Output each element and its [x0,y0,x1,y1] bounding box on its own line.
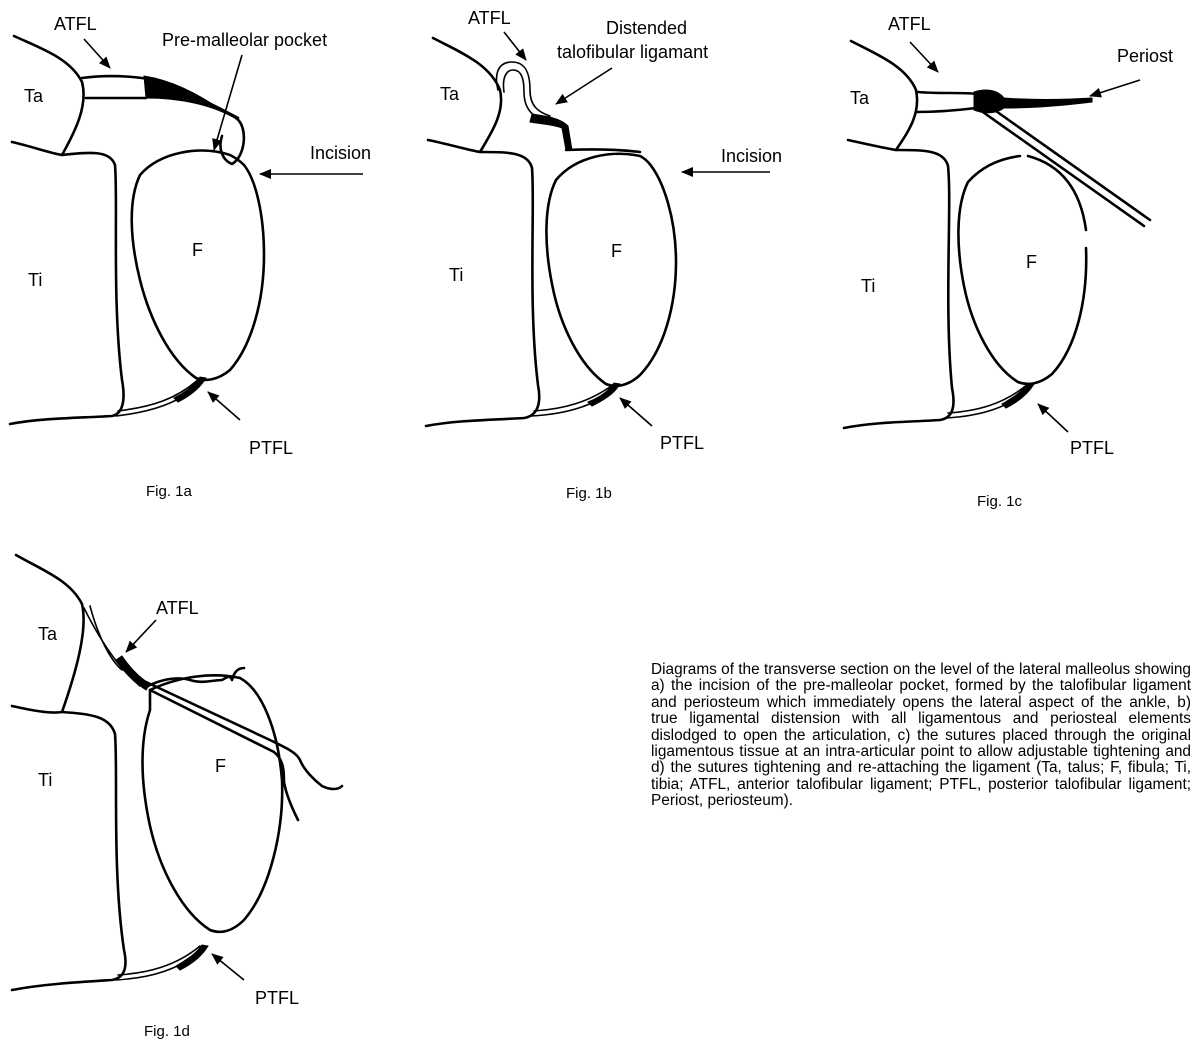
talus-outline [12,36,84,155]
pocket-arrow [214,55,242,150]
ptfl-band [532,384,618,416]
ptfl-arrow [620,398,652,426]
atfl-lower-line [916,108,976,112]
ptfl-label: PTFL [660,433,704,453]
tibia-label: Ti [38,770,52,790]
fibula-label: F [1026,252,1037,272]
talus-label: Ta [38,624,58,644]
ptfl-dark-segment [174,377,206,402]
distended-label-line1: Distended [606,18,687,38]
ptfl-arrow [1038,404,1068,432]
ptfl-arrow [208,392,240,420]
atfl-arrow [126,620,156,652]
fibula-outline-lower [958,156,1086,384]
atfl-arrow [910,42,938,72]
caption-1d: Fig. 1d [144,1023,190,1040]
caption-1b: Fig. 1b [566,485,612,502]
atfl-dark-segment [144,76,238,120]
talus-label: Ta [24,86,44,106]
distended-ligament [497,62,550,122]
figure-legend: Diagrams of the transverse section on th… [651,662,1191,810]
atfl-upper-line [918,92,978,94]
ptfl-dark-segment [176,945,208,970]
distended-dark-segment [530,114,572,150]
panel-1a: ATFL Pre-malleolar pocket Incision Ta Ti… [10,14,371,500]
tibia-label: Ti [449,265,463,285]
fibula-outline [546,154,676,386]
atfl-label: ATFL [468,8,511,28]
panel-1c: ATFL Periost Ta Ti F PTFL Fig. 1c [844,14,1173,510]
periost-arrow [1090,80,1140,96]
atfl-arrow [84,39,110,68]
distended-label-line2: talofibular ligamant [557,42,708,62]
caption-1a: Fig. 1a [146,483,193,500]
ptfl-dark-segment [1002,383,1034,408]
ptfl-label: PTFL [255,988,299,1008]
atfl-label: ATFL [54,14,97,34]
tibia-outline [426,152,539,426]
suture-thread [980,104,1150,226]
ptfl-dark-segment [588,383,620,406]
pocket-label: Pre-malleolar pocket [162,30,327,50]
incision-label: Incision [310,143,371,163]
ptfl-arrow [212,954,244,980]
fibula-label: F [215,756,226,776]
caption-1c: Fig. 1c [977,493,1023,510]
talus-label: Ta [440,84,460,104]
atfl-label: ATFL [888,14,931,34]
distended-arrow [556,68,612,104]
fibula-outline [132,151,264,380]
tibia-label: Ti [28,270,42,290]
panel-1b: ATFL Distended talofibular ligamant Inci… [426,8,782,502]
atfl-arrow [504,32,526,60]
tibia-outline [12,712,126,990]
incision-label: Incision [721,146,782,166]
ptfl-band [946,384,1032,418]
atfl-label: ATFL [156,598,199,618]
periosteum-line [566,149,640,152]
suture-thread-upper [146,682,342,789]
panel-1d: ATFL Ta Ti F PTFL Fig. 1d [12,555,342,1040]
tibia-label: Ti [861,276,875,296]
talus-outline [428,38,501,152]
ptfl-label: PTFL [1070,438,1114,458]
suture-thread-lower [150,690,298,820]
atfl-dark-segment [116,656,150,690]
talus-label: Ta [850,88,870,108]
fibula-label: F [611,241,622,261]
periost-label: Periost [1117,46,1173,66]
ptfl-label: PTFL [249,438,293,458]
ptfl-band [116,378,204,416]
fibula-label: F [192,240,203,260]
